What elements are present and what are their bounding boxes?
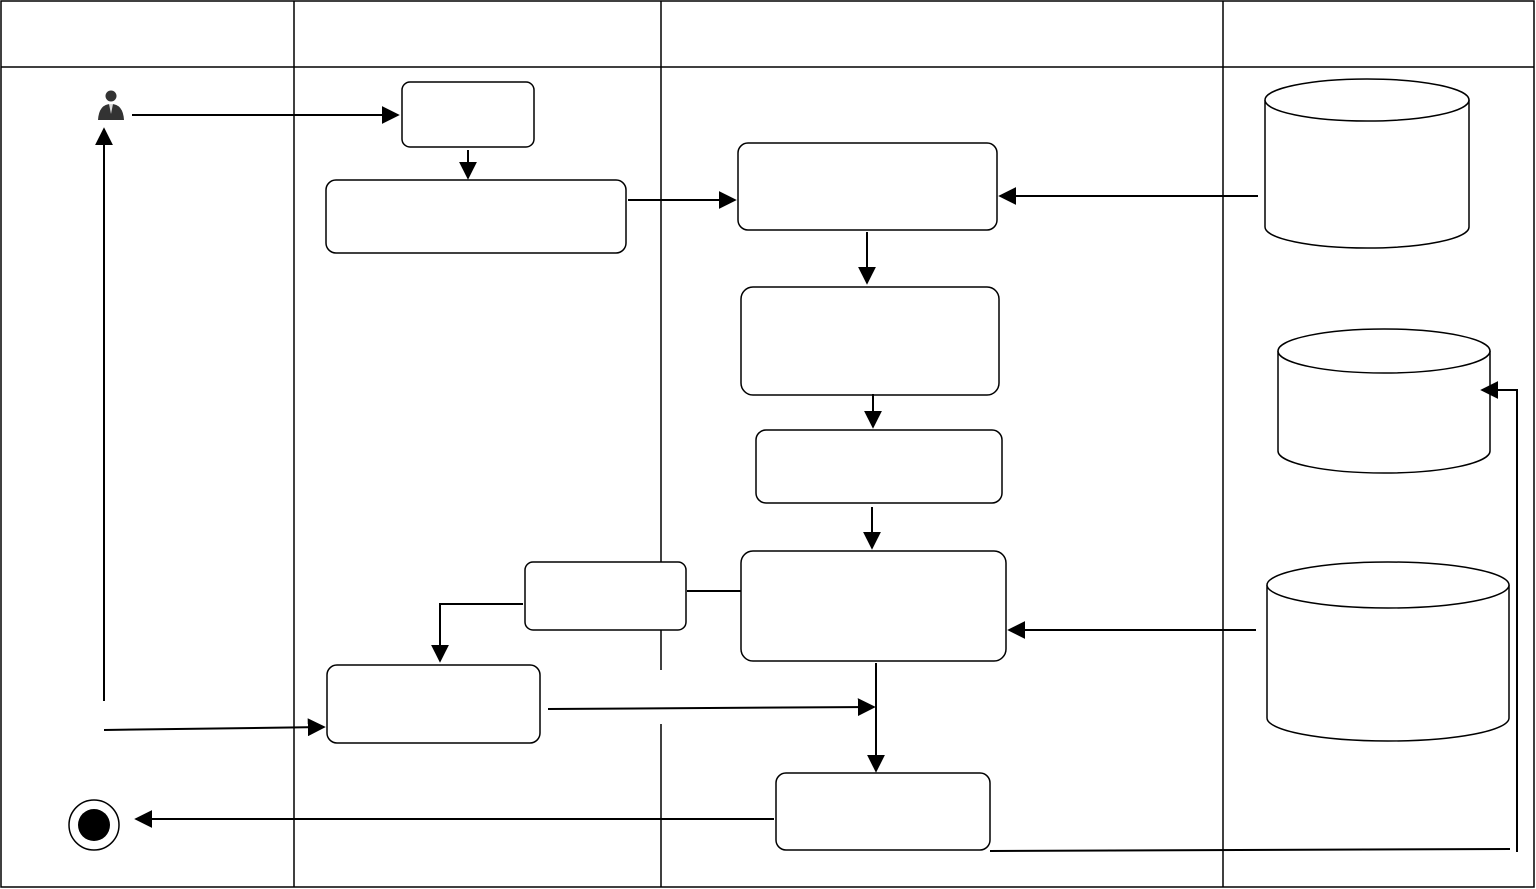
node-2 xyxy=(325,179,627,254)
node-9 xyxy=(775,772,991,851)
node-4 xyxy=(740,286,1000,396)
datastores xyxy=(1264,78,1510,742)
node-5 xyxy=(755,429,1003,504)
node-6 xyxy=(740,550,1007,662)
user-icon xyxy=(98,90,124,120)
datastore-1 xyxy=(1264,78,1470,249)
arrow-right-to-datastore-2 xyxy=(1480,381,1518,852)
node-8 xyxy=(326,664,541,744)
datastore-2 xyxy=(1277,328,1491,474)
arrow-node-8-to-node-9 xyxy=(547,698,876,717)
datastore-3 xyxy=(1266,561,1510,742)
link-node-9-to-right xyxy=(989,848,1511,852)
node-7 xyxy=(524,561,687,631)
node-3 xyxy=(737,142,998,231)
flow-arrows xyxy=(95,106,1518,852)
end-node xyxy=(68,799,120,851)
activity-nodes xyxy=(325,81,1007,851)
arrow-node-7-to-node-8 xyxy=(431,603,523,663)
node-1 xyxy=(401,81,535,148)
arrow-actor-to-node-8 xyxy=(103,718,326,737)
